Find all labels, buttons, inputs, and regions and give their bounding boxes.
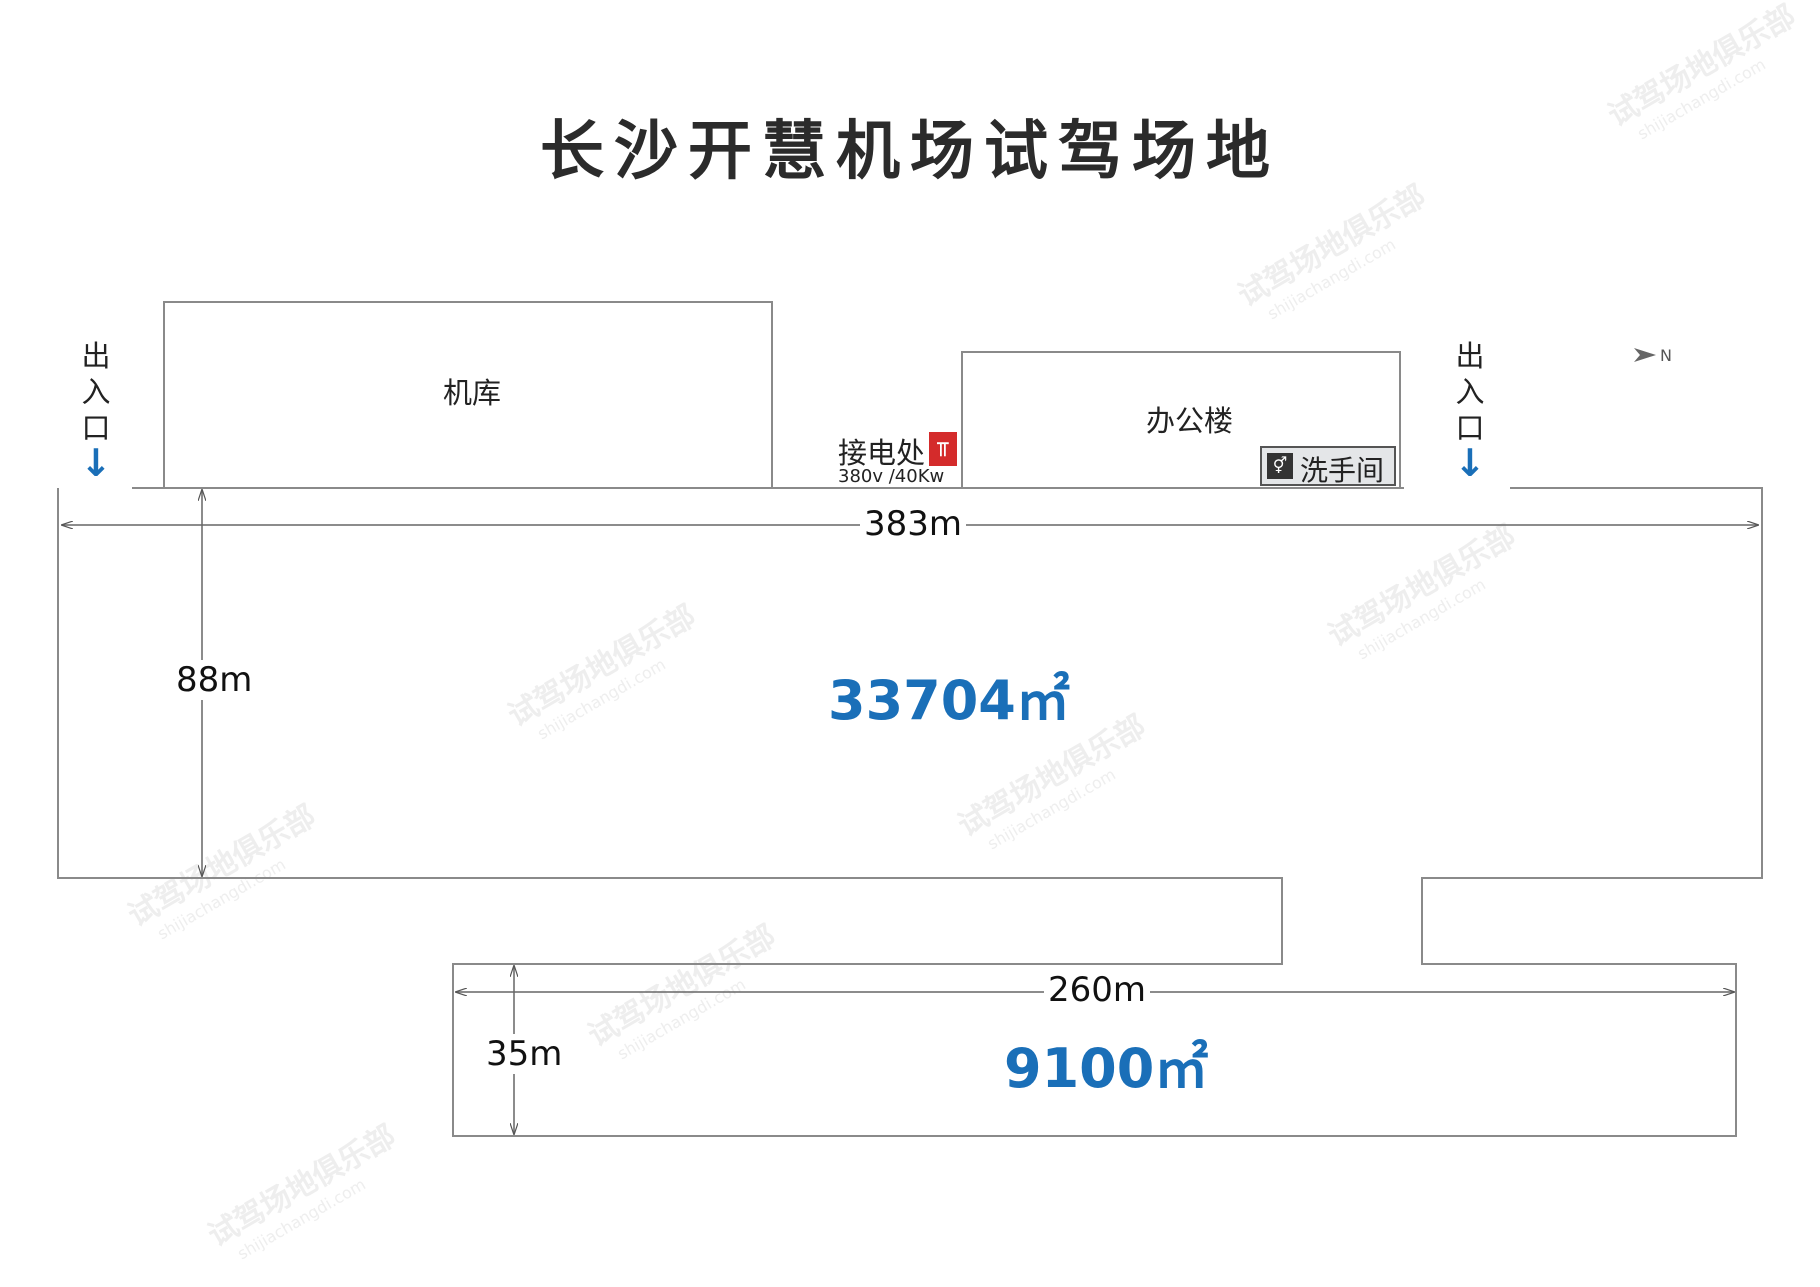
restroom-icon: ⚥ [1267,453,1293,479]
power-plug-icon: ⫪ [929,432,957,466]
entrance-left: 出 入 口 ↓ [76,338,116,485]
compass-arrow-icon [1634,348,1656,362]
lower-area-label: 9100㎡ [1004,1037,1209,1100]
compass-label: N [1660,346,1672,365]
power-label: 接电处 [838,436,926,470]
entrance-char: 出 [1455,339,1485,373]
entrance-char: 出 [81,339,111,373]
page-title: 长沙开慧机场试驾场地 [540,115,1280,189]
power-spec: 380v /40Kw [838,466,945,487]
entrance-char: 口 [81,411,111,445]
lower-width-label: 35m [482,1034,567,1074]
main-width-label: 88m [172,660,257,700]
entrance-char: 入 [81,375,111,409]
office-label: 办公楼 [1146,404,1234,438]
main-area-label: 33704㎡ [828,669,1070,732]
lower-length-label: 260m [1044,970,1151,1010]
field-outline [57,487,1763,1137]
entrance-right: 出 入 口 ↓ [1450,338,1490,485]
hangar-label: 机库 [443,376,502,410]
arrow-down-icon: ↓ [80,441,112,485]
entrance-char: 口 [1455,411,1485,445]
restroom-sign: ⚥ 洗手间 [1260,446,1396,487]
entrance-char: 入 [1455,375,1485,409]
restroom-label: 洗手间 [1300,454,1385,487]
main-length-label: 383m [860,504,967,544]
arrow-down-icon: ↓ [1454,441,1486,485]
